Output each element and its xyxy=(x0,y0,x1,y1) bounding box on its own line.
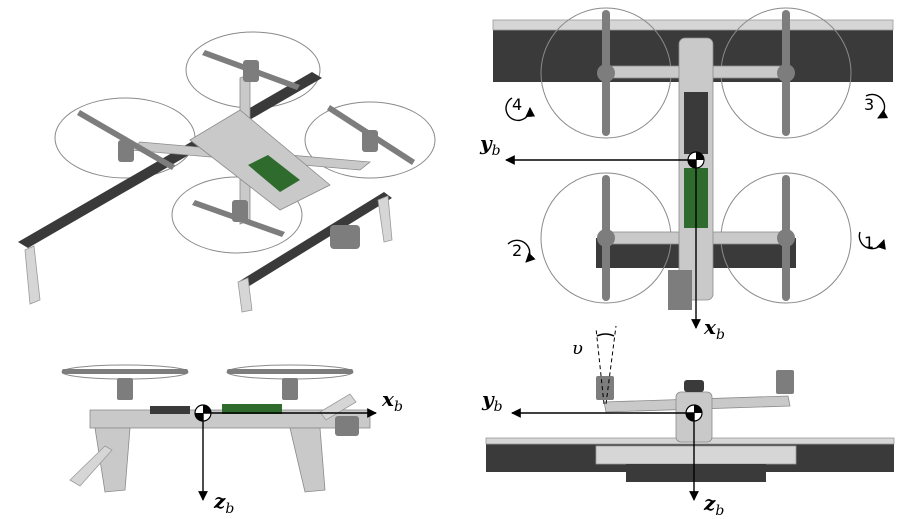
front-tilt-axis xyxy=(605,325,617,405)
rotation-ccw-icon xyxy=(858,231,886,250)
top-electronics xyxy=(684,92,708,154)
iso-view xyxy=(18,31,436,313)
rotation-cw-icon xyxy=(507,239,536,263)
rotation-cw-icon xyxy=(865,93,889,119)
rotor-label-4: 4 xyxy=(512,95,522,114)
front-tilt-angle-label: υ xyxy=(572,338,583,359)
top-wing-upper-edge xyxy=(492,19,894,31)
side-board xyxy=(222,404,282,414)
front-pod-dark xyxy=(684,380,704,392)
side-axis-z-label: zb xyxy=(213,489,234,517)
top-motor-3 xyxy=(777,64,795,82)
top-view: yb xb 4 3 2 1 xyxy=(479,7,894,343)
top-motor-4 xyxy=(597,64,615,82)
iso-camera xyxy=(330,225,360,249)
side-motor-left xyxy=(117,378,133,400)
side-axis-x-label: xb xyxy=(381,387,403,415)
front-motor-right xyxy=(776,370,794,394)
rotor-label-3: 3 xyxy=(864,95,874,114)
side-electronics xyxy=(150,406,190,414)
top-axis-x-label: xb xyxy=(703,315,725,343)
iso-wing-rear xyxy=(238,192,392,288)
front-tilt-arc xyxy=(596,333,615,337)
iso-prop-blade-4 xyxy=(192,200,285,237)
front-tilt-ref xyxy=(595,327,605,405)
iso-prop-blade-3 xyxy=(327,105,415,165)
side-motor-right xyxy=(282,378,298,400)
side-camera xyxy=(335,416,359,436)
side-prop-blade-right xyxy=(227,369,353,374)
front-wing-center-gap xyxy=(595,445,797,465)
side-prop-blade-left xyxy=(62,369,188,374)
top-motor-1 xyxy=(777,229,795,247)
prop-disc-right xyxy=(304,101,436,179)
iso-prop-blade-2 xyxy=(77,110,175,170)
iso-prop-blade-1 xyxy=(202,50,300,90)
iso-gear-rear xyxy=(377,195,393,243)
front-wing-center-block xyxy=(626,464,766,482)
side-gear-left xyxy=(94,427,131,493)
side-view: xb zb xyxy=(61,364,403,517)
iso-gear-right xyxy=(237,277,253,313)
side-gear-left-foot xyxy=(69,445,113,487)
iso-board xyxy=(248,155,300,192)
top-motor-2 xyxy=(597,229,615,247)
front-motor-left xyxy=(596,376,614,400)
front-axis-y-label: yb xyxy=(481,387,503,415)
top-axis-y-label: yb xyxy=(479,131,501,159)
rotor-label-2: 2 xyxy=(512,241,522,260)
iso-gear-left xyxy=(24,245,41,305)
top-camera xyxy=(668,270,692,310)
front-view: υ yb zb xyxy=(481,325,895,519)
rotation-ccw-icon xyxy=(505,97,536,122)
side-gear-right xyxy=(289,427,326,493)
rotor-label-1: 1 xyxy=(864,233,874,252)
front-axis-z-label: zb xyxy=(703,491,724,519)
